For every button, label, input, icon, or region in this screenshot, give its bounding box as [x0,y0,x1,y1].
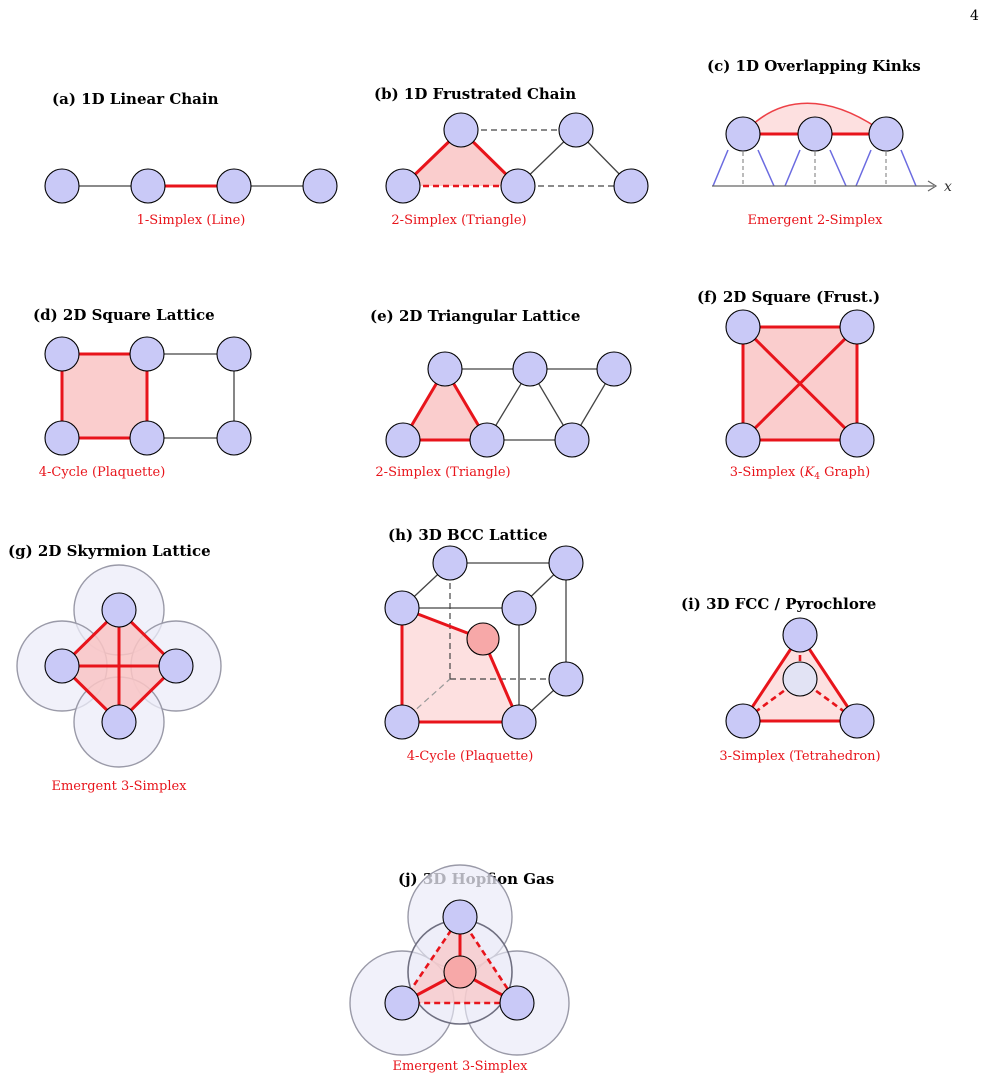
lattice-site [216,168,252,204]
simplex-fill [403,369,487,440]
panel-f-caption: 3-Simplex (K4 Graph) [730,465,870,482]
kink-overlap-curve [742,102,887,135]
panel-b-caption: 2-Simplex (Triangle) [391,213,526,228]
body-center-site [466,622,500,656]
panel-e: (e) 2D Triangular Lattice 2-Simplex (Tri… [370,307,632,480]
lattice-site [129,420,165,456]
plaquette-fill [402,608,519,722]
skyrmion-core [101,592,137,628]
lattice-site [725,422,761,458]
hopfion-core [442,899,478,935]
lattice-site [216,336,252,372]
simplex-edge [740,632,860,723]
lattice-site [501,590,537,626]
kink-profile [712,149,775,187]
lattice-site [469,422,505,458]
panel-h-caption: 4-Cycle (Plaquette) [407,749,534,764]
panel-a: (a) 1D Linear Chain 1-Simplex (Line) [44,90,338,228]
page-number: 4 [970,8,979,24]
panel-g: (g) 2D Skyrmion Lattice Emergent 3-Simpl… [8,542,222,794]
panel-b-title: (b) 1D Frustrated Chain [374,85,576,103]
lattice-site [596,351,632,387]
skyrmion-core [101,704,137,740]
panel-i-caption: 3-Simplex (Tetrahedron) [719,749,880,764]
lattice-site [44,168,80,204]
lattice-site [548,661,584,697]
plaquette-edge [60,352,149,440]
lattice-site [384,590,420,626]
lattice-site [512,351,548,387]
lattice-site [385,422,421,458]
panel-g-title: (g) 2D Skyrmion Lattice [8,542,211,560]
skyrmion-core [44,648,80,684]
kink-site [868,116,904,152]
lattice-site [129,336,165,372]
panel-a-caption: 1-Simplex (Line) [137,213,246,228]
lattice-site [558,112,594,148]
panel-i: (i) 3D FCC / Pyrochlore 3-Simplex (Tetra… [681,595,881,764]
plaquette-fill [62,354,147,438]
lattice-site [432,545,468,581]
simplex-outer-edge [399,914,520,1005]
lattice-site [839,309,875,345]
panel-d: (d) 2D Square Lattice 4-Cycle (Plaquette… [33,306,252,480]
x-axis-label: x [944,179,952,195]
panel-h: (h) 3D BCC Lattice 4-Cycle (Plaquette) [384,526,584,764]
x-axis-arrow-icon [927,180,938,192]
lattice-bond [147,353,235,439]
panel-j-caption: Emergent 3-Simplex [392,1059,528,1074]
lattice-site [613,168,649,204]
lattice-site [44,336,80,372]
panel-j: (j) 3D Hopfion Gas Emergent 3-Simplex [349,864,570,1074]
lattice-site [384,704,420,740]
lattice-site [501,704,537,740]
lattice-site [216,420,252,456]
lattice-site [500,168,536,204]
panel-b: (b) 1D Frustrated Chain 2-Simplex (Trian… [374,85,649,228]
lattice-site [44,420,80,456]
lattice-site [782,617,818,653]
panel-i-title: (i) 3D FCC / Pyrochlore [681,595,876,613]
panel-e-caption: 2-Simplex (Triangle) [375,465,510,480]
lattice-site [554,422,590,458]
back-site [782,661,818,697]
lattice-site [385,168,421,204]
hopfion-core [499,985,535,1021]
lattice-site [839,703,875,739]
lattice-site [130,168,166,204]
simplex-edge [400,366,490,442]
lattice-site [725,703,761,739]
simplex-fill [403,130,518,186]
panel-c: (c) 1D Overlapping Kinks x Emergent 2-Si… [707,57,952,228]
lattice-site [302,168,338,204]
kink-profile [784,149,847,187]
panel-a-title: (a) 1D Linear Chain [52,90,219,108]
panel-c-caption: Emergent 2-Simplex [747,213,883,228]
lattice-site [725,309,761,345]
panel-e-title: (e) 2D Triangular Lattice [370,307,580,325]
lattice-site [443,112,479,148]
simplex-diagonal [741,325,859,442]
lattice-site [839,422,875,458]
kink-site [725,116,761,152]
skyrmion-core [158,648,194,684]
panel-d-title: (d) 2D Square Lattice [33,306,215,324]
panel-f-title: (f) 2D Square (Frust.) [697,288,880,306]
hopfion-core [384,985,420,1021]
panel-f: (f) 2D Square (Frust.) 3-Simplex (K4 Gra… [697,288,880,482]
lattice-site [427,351,463,387]
kink-site [797,116,833,152]
panel-g-caption: Emergent 3-Simplex [51,779,187,794]
kink-profile [855,149,917,187]
lattice-site [548,545,584,581]
hopfion-center-core [443,955,477,989]
simplex-edge [741,325,859,442]
panel-h-title: (h) 3D BCC Lattice [388,526,548,544]
panel-d-caption: 4-Cycle (Plaquette) [39,465,166,480]
panel-c-title: (c) 1D Overlapping Kinks [707,57,921,75]
